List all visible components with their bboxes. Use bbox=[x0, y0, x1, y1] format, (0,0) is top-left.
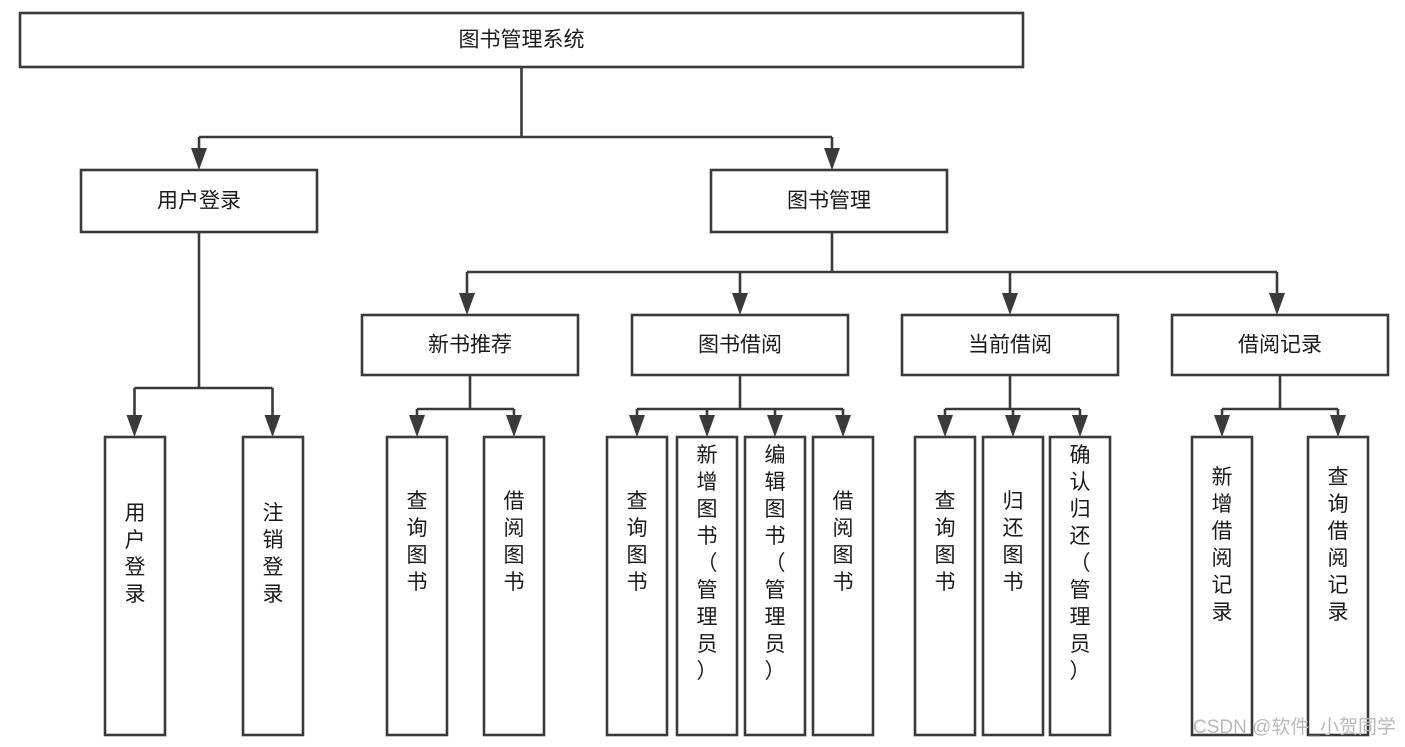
leaf-label: 查询图书 bbox=[627, 490, 648, 594]
book-management-label: 图书管理 bbox=[787, 190, 871, 213]
borrow-record-box bbox=[1170, 313, 1390, 377]
leaf-new-book-query-book[interactable]: 查询图书 bbox=[385, 435, 449, 737]
leaf-user-login-login[interactable]: 用户登录 bbox=[103, 435, 167, 737]
arrow-cb-leaf1-icon bbox=[1005, 415, 1021, 437]
leaf-box bbox=[913, 435, 977, 737]
arrow-br-leaf0-icon bbox=[1214, 415, 1230, 437]
arrow-to-book-manage-icon bbox=[824, 148, 840, 170]
leaf-current-borrow-return-book[interactable]: 归还图书 bbox=[981, 435, 1045, 737]
node-new-book-recommend[interactable]: 新书推荐 bbox=[360, 313, 580, 377]
leaf-box bbox=[743, 435, 807, 737]
leaf-box bbox=[605, 435, 669, 737]
node-root-book-management-system[interactable]: 图书管理系统 bbox=[18, 11, 1025, 69]
arrow-br-leaf1-icon bbox=[1330, 415, 1346, 437]
user-login-label: 用户登录 bbox=[157, 190, 241, 213]
csdn-watermark: CSDN @软件_小贺同学 bbox=[1193, 716, 1396, 738]
arrow-l3-2-icon bbox=[1002, 293, 1018, 315]
arrow-nbr-leaf1-icon bbox=[506, 415, 522, 437]
leaf-borrow-record-add-record[interactable]: 新增借阅记录 bbox=[1190, 435, 1254, 737]
node-current-borrow[interactable]: 当前借阅 bbox=[900, 313, 1120, 377]
node-borrow-record[interactable]: 借阅记录 bbox=[1170, 313, 1390, 377]
borrow-record-label: 借阅记录 bbox=[1238, 334, 1322, 357]
leaf-label: 注销登录 bbox=[263, 502, 284, 606]
leaf-label: 编辑图书（管理员） bbox=[765, 444, 786, 683]
arrow-cb-leaf2-icon bbox=[1072, 415, 1088, 437]
node-book-borrow[interactable]: 图书借阅 bbox=[630, 313, 850, 377]
arrow-ul-leaf0-icon bbox=[126, 415, 143, 437]
arrow-bb-leaf3-icon bbox=[835, 415, 851, 437]
arrow-to-user-login-icon bbox=[191, 148, 207, 170]
edge-layer bbox=[126, 67, 1346, 437]
new-book-recommend-label: 新书推荐 bbox=[428, 334, 512, 357]
root-box bbox=[18, 11, 1025, 69]
leaf-label: 归还图书 bbox=[1003, 490, 1024, 594]
leaf-book-borrow-borrow-book[interactable]: 借阅图书 bbox=[811, 435, 875, 737]
leaf-book-borrow-add-book-admin[interactable]: 新增图书（管理员） bbox=[675, 435, 739, 737]
leaf-label: 新增图书（管理员） bbox=[697, 444, 718, 683]
node-user-login[interactable]: 用户登录 bbox=[79, 168, 319, 234]
book-borrow-box bbox=[630, 313, 850, 377]
node-book-management[interactable]: 图书管理 bbox=[709, 168, 949, 234]
book-borrow-label: 图书借阅 bbox=[698, 334, 782, 357]
leaf-box bbox=[241, 435, 305, 737]
current-borrow-label: 当前借阅 bbox=[968, 334, 1052, 357]
leaf-borrow-record-query-record[interactable]: 查询借阅记录 bbox=[1306, 435, 1370, 737]
new-book-recommend-box bbox=[360, 313, 580, 377]
leaf-label: 确认归还（管理员） bbox=[1070, 444, 1091, 683]
leaf-label: 查询图书 bbox=[407, 490, 428, 594]
leaf-label: 借阅图书 bbox=[833, 490, 854, 594]
leaf-box bbox=[1306, 435, 1370, 737]
leaf-book-borrow-query-book[interactable]: 查询图书 bbox=[605, 435, 669, 737]
leaf-box bbox=[1048, 435, 1112, 737]
user-login-box bbox=[79, 168, 319, 234]
arrow-nbr-leaf0-icon bbox=[409, 415, 425, 437]
leaf-box bbox=[103, 435, 167, 737]
leaf-new-book-borrow-book[interactable]: 借阅图书 bbox=[482, 435, 546, 737]
arrow-bb-leaf2-icon bbox=[767, 415, 783, 437]
leaf-box bbox=[482, 435, 546, 737]
arrow-cb-leaf0-icon bbox=[937, 415, 953, 437]
current-borrow-box bbox=[900, 313, 1120, 377]
leaf-box bbox=[385, 435, 449, 737]
leaf-box bbox=[811, 435, 875, 737]
leaf-label: 用户登录 bbox=[125, 502, 146, 606]
leaf-label: 查询图书 bbox=[935, 490, 956, 594]
leaf-current-borrow-confirm-return-admin[interactable]: 确认归还（管理员） bbox=[1048, 435, 1112, 737]
arrow-l3-3-icon bbox=[1269, 293, 1285, 315]
leaf-box bbox=[981, 435, 1045, 737]
arrow-bb-leaf1-icon bbox=[699, 415, 715, 437]
leaf-box bbox=[1190, 435, 1254, 737]
arrow-bb-leaf0-icon bbox=[629, 415, 645, 437]
book-management-box bbox=[709, 168, 949, 234]
arrow-ul-leaf1-icon bbox=[264, 415, 281, 437]
leaf-label: 借阅图书 bbox=[504, 490, 525, 594]
root-label: 图书管理系统 bbox=[459, 29, 585, 52]
leaf-label: 新增借阅记录 bbox=[1212, 466, 1233, 624]
leaf-box bbox=[675, 435, 739, 737]
arrow-l3-1-icon bbox=[732, 293, 748, 315]
leaf-user-login-logout[interactable]: 注销登录 bbox=[241, 435, 305, 737]
leaf-current-borrow-query-book[interactable]: 查询图书 bbox=[913, 435, 977, 737]
leaf-label: 查询借阅记录 bbox=[1328, 466, 1349, 624]
arrow-l3-0-icon bbox=[459, 293, 475, 315]
leaf-book-borrow-edit-book-admin[interactable]: 编辑图书（管理员） bbox=[743, 435, 807, 737]
